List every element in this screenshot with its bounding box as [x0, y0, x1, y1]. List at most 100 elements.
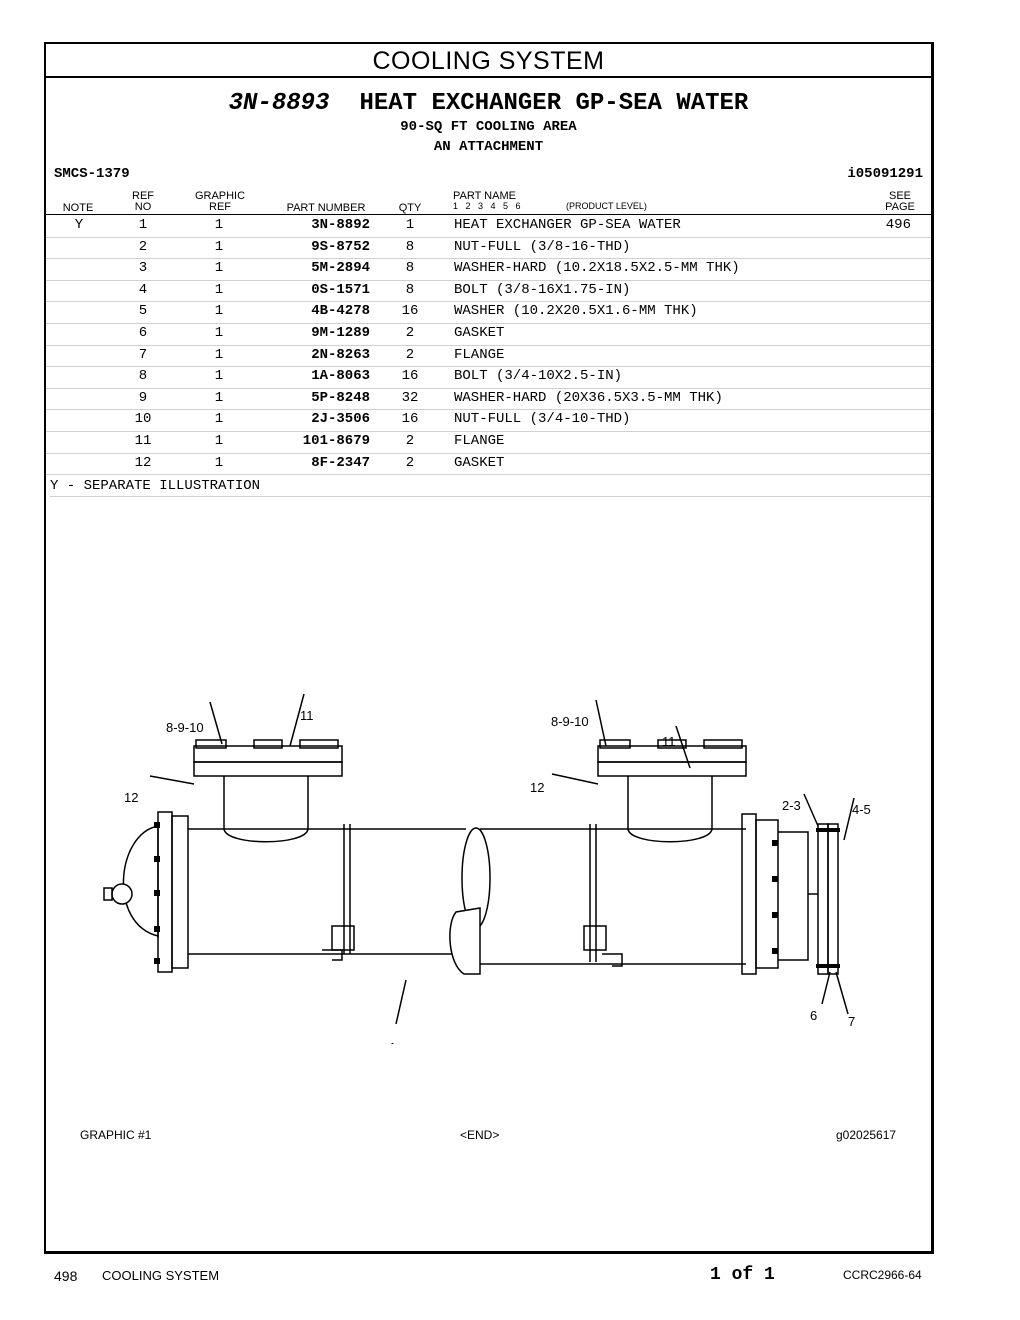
header-part-name: PART NAME [453, 190, 516, 202]
row-qty: 2 [405, 454, 415, 471]
callout-11-left: 11 [300, 708, 314, 723]
document-id: i05091291 [847, 166, 923, 182]
smcs-code: SMCS-1379 [54, 166, 130, 182]
row-part-number: 0S-1571 [311, 281, 370, 298]
row-note: Y [74, 217, 84, 233]
row-ref-no: 11 [134, 433, 152, 449]
page-count: 1 of 1 [710, 1265, 775, 1285]
row-part-number: 101-8679 [302, 433, 370, 449]
row-part-name: GASKET [454, 325, 505, 341]
row-qty: 1 [405, 217, 415, 233]
graphic-id: g02025617 [836, 1128, 897, 1142]
row-part-number: 2J-3506 [311, 411, 370, 428]
page-number: 498 [54, 1268, 78, 1284]
row-graphic-ref: 1 [214, 303, 224, 320]
row-part-name: WASHER-HARD (20X36.5X3.5-MM THK) [454, 389, 723, 406]
row-ref-no: 10 [134, 411, 152, 428]
row-part-name: HEAT EXCHANGER GP-SEA WATER [454, 217, 681, 233]
callout-4-5: 4-5 [852, 802, 871, 817]
group-subtitle-1: 90-SQ FT COOLING AREA [400, 119, 577, 135]
row-ref-no: 1 [138, 217, 148, 233]
row-graphic-ref: 1 [214, 281, 224, 298]
row-part-name: NUT-FULL (3/8-16-THD) [454, 238, 631, 255]
row-part-number: 3N-8892 [311, 217, 370, 233]
row-graphic-ref: 1 [214, 238, 224, 255]
row-see-page: 496 [885, 217, 911, 233]
row-graphic-ref: 1 [214, 411, 224, 428]
header-see-top: SEE [888, 190, 911, 202]
callout-11-right: 11 [662, 734, 676, 749]
row-part-name: BOLT (3/4-10X2.5-IN) [454, 368, 623, 385]
row-part-name: FLANGE [454, 346, 505, 363]
group-name: HEAT EXCHANGER GP-SEA WATER [359, 90, 749, 117]
header-divider [46, 214, 931, 215]
footer-section: COOLING SYSTEM [102, 1268, 220, 1283]
header-product-level: (PRODUCT LEVEL) [566, 201, 647, 211]
callout-6: 6 [810, 1008, 817, 1023]
header-graphic-bottom: REF [209, 201, 231, 213]
end-marker: <END> [460, 1128, 500, 1142]
row-ref-no: 9 [138, 389, 148, 406]
row-ref-no: 8 [138, 368, 148, 385]
row-qty: 8 [405, 238, 415, 255]
header-part-number: PART NUMBER [286, 202, 366, 214]
group-subtitle-2: AN ATTACHMENT [433, 139, 544, 155]
row-part-number: 4B-4278 [311, 303, 370, 320]
section-title: COOLING SYSTEM [46, 44, 931, 78]
heat-exchanger-illustration: 8-9-10 11 12 8-9-10 11 12 2-3 4-5 1 6 7 [103, 693, 871, 1044]
row-graphic-ref: 1 [214, 325, 224, 341]
row-part-number: 9S-8752 [311, 238, 370, 255]
row-part-number: 8F-2347 [311, 454, 370, 471]
row-graphic-ref: 1 [214, 389, 224, 406]
table-row: 10 1 2J-3506 16 NUT-FULL (3/4-10-THD) [46, 409, 931, 432]
row-part-name: WASHER-HARD (10.2X18.5X2.5-MM THK) [454, 260, 740, 277]
graphic-label: GRAPHIC #1 [80, 1128, 152, 1142]
row-graphic-ref: 1 [214, 368, 224, 385]
separate-illustration-note: Y - SEPARATE ILLUSTRATION [50, 476, 931, 497]
header-graphic-top: GRAPHIC [194, 190, 246, 202]
row-graphic-ref: 1 [214, 433, 224, 449]
header-levels: 1 2 3 4 5 6 [453, 201, 521, 211]
row-ref-no: 3 [138, 260, 148, 277]
row-ref-no: 5 [138, 303, 148, 320]
row-qty: 16 [401, 411, 419, 428]
row-qty: 8 [405, 281, 415, 298]
row-qty: 2 [405, 346, 415, 363]
callout-2-3: 2-3 [782, 798, 801, 813]
row-ref-no: 6 [138, 325, 148, 341]
callout-8-9-10-left: 8-9-10 [166, 720, 204, 735]
table-row: 6 1 9M-1289 2 GASKET [46, 323, 931, 346]
group-part-number: 3N-8893 [228, 90, 330, 117]
row-part-name: BOLT (3/8-16X1.75-IN) [454, 281, 631, 298]
row-ref-no: 4 [138, 281, 148, 298]
header-qty: QTY [398, 202, 422, 214]
footer-code: CCRC2966-64 [843, 1268, 922, 1282]
header-ref-bottom: NO [134, 201, 152, 213]
row-qty: 16 [401, 303, 419, 320]
callout-7: 7 [848, 1014, 855, 1029]
row-part-name: FLANGE [454, 433, 505, 449]
row-part-number: 5P-8248 [311, 389, 370, 406]
group-title: 3N-8893 HEAT EXCHANGER GP-SEA WATER [46, 90, 931, 118]
row-part-name: GASKET [454, 454, 505, 471]
row-ref-no: 12 [134, 454, 152, 471]
row-ref-no: 7 [138, 346, 148, 363]
row-part-name: NUT-FULL (3/4-10-THD) [454, 411, 631, 428]
table-row: 4 1 0S-1571 8 BOLT (3/8-16X1.75-IN) [46, 280, 931, 303]
row-part-number: 9M-1289 [311, 325, 370, 341]
callout-12-right: 12 [530, 780, 544, 795]
callout-12-left: 12 [124, 790, 138, 805]
row-graphic-ref: 1 [214, 260, 224, 277]
row-qty: 8 [405, 260, 415, 277]
row-qty: 2 [405, 325, 415, 341]
end-dome [122, 825, 159, 937]
row-graphic-ref: 1 [214, 217, 224, 233]
callout-1: 1 [389, 1040, 396, 1044]
table-row: Y 1 1 3N-8892 1 HEAT EXCHANGER GP-SEA WATER 49… [46, 215, 931, 238]
